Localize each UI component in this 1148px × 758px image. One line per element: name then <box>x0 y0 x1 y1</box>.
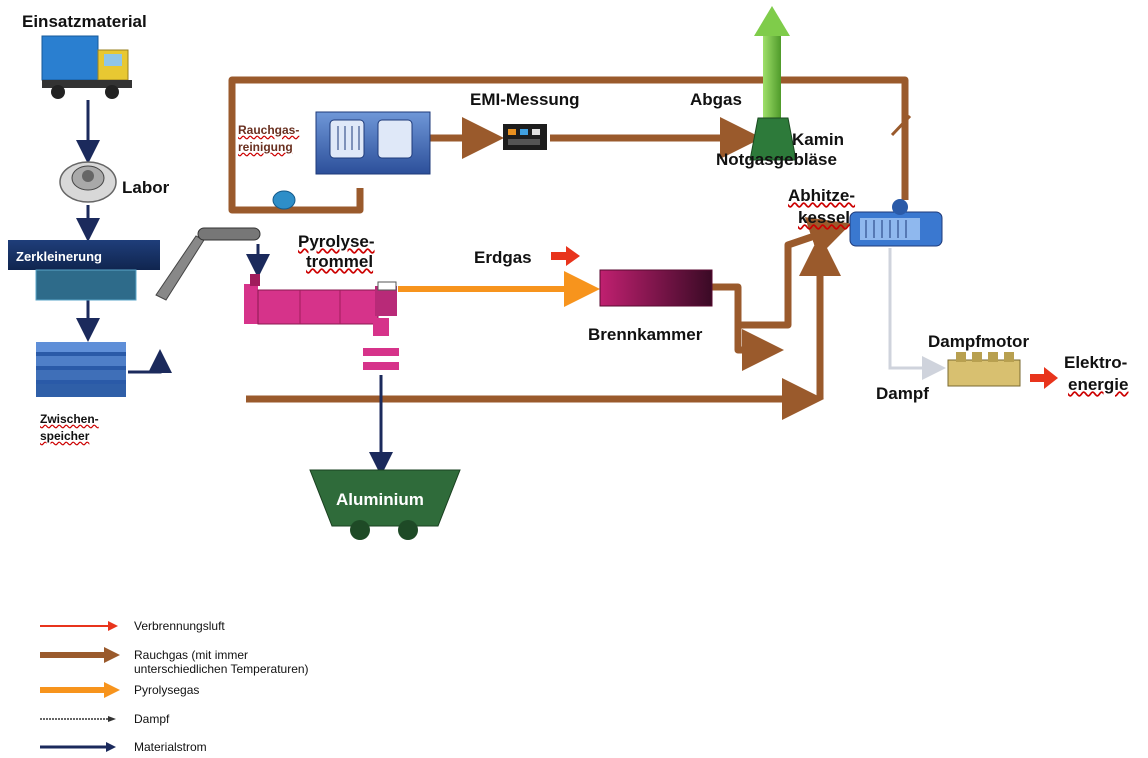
rauchgas-fan-icon <box>272 190 296 210</box>
rauchgas-tick <box>890 114 912 137</box>
abhitzekessel-icon <box>849 199 943 247</box>
label-zwischenspeicher: Zwischen- speicher <box>40 411 99 445</box>
dampf-line <box>888 248 946 380</box>
label-aluminium: Aluminium <box>336 490 424 509</box>
label-pyrolysetrommel-2: trommel <box>306 252 374 271</box>
label-brennkammer: Brennkammer <box>588 325 703 344</box>
legend-item-dampf: Dampf <box>134 712 170 726</box>
dampfmotor-icon <box>947 352 1021 387</box>
zerkleinerung-box <box>8 240 160 301</box>
erdgas-arrow-icon <box>551 246 580 266</box>
label-kamin: Kamin <box>792 130 844 149</box>
legend-item-verbrennungsluft: Verbrennungsluft <box>134 619 225 633</box>
legend-swatches <box>40 621 120 752</box>
legend-item-rauchgas-1: Rauchgas (mit immer <box>134 648 249 662</box>
pyrolysetrommel-icon <box>244 274 399 370</box>
label-elektroenergie-1: Elektro- <box>1064 353 1128 372</box>
label-rauchgasreinigung-1: Rauchgas- <box>238 123 300 137</box>
label-abgas: Abgas <box>690 90 742 109</box>
legend-item-pyrolysegas: Pyrolysegas <box>134 683 200 697</box>
brennkammer-box <box>599 269 713 307</box>
label-pyrolysetrommel-1: Pyrolyse- <box>298 232 375 251</box>
label-dampfmotor: Dampfmotor <box>928 332 1030 351</box>
label-pyrolysetrommel: Pyrolyse- trommel <box>298 232 375 272</box>
legend-item-materialstrom: Materialstrom <box>134 740 207 754</box>
label-abhitzekessel: Abhitze- kessel <box>784 185 855 229</box>
truck-icon <box>41 35 132 99</box>
label-erdgas: Erdgas <box>474 248 532 267</box>
label-einsatzmaterial: Einsatzmaterial <box>22 12 147 31</box>
rauchgas-brennkammer-down <box>734 325 784 371</box>
label-zwischenspeicher-2: speicher <box>40 429 90 443</box>
labor-icon <box>59 161 117 203</box>
rauchgas-lines <box>228 76 909 420</box>
conveyor-icon <box>155 227 261 301</box>
elektroenergie-arrow-icon <box>1030 367 1058 389</box>
label-abhitzekessel-1: Abhitze- <box>788 186 856 205</box>
label-rauchgasreinigung-2: reinigung <box>238 140 293 154</box>
legend-item-rauchgas-2: unterschiedlichen Temperaturen) <box>134 662 309 676</box>
zwischenspeicher-box <box>36 342 126 397</box>
rauchgasreinigung-box <box>315 111 431 175</box>
mat-speicher-to-conveyor <box>128 349 172 374</box>
label-emi-messung: EMI-Messung <box>470 90 580 109</box>
materialstrom-lines <box>76 100 393 476</box>
abgas-arrow <box>754 6 790 130</box>
label-zwischenspeicher-1: Zwischen- <box>40 412 99 426</box>
label-zerkleinerung: Zerkleinerung <box>16 249 102 264</box>
label-rauchgasreinigung: Rauchgas- reinigung <box>238 122 299 156</box>
label-abhitzekessel-2: kessel <box>798 208 850 227</box>
label-elektroenergie-2: energie <box>1068 375 1129 394</box>
label-labor: Labor <box>122 178 170 197</box>
kamin-icon <box>749 117 797 161</box>
label-dampf: Dampf <box>876 384 929 403</box>
label-notgasgeblaese: Notgasgebläse <box>716 150 837 169</box>
legend-item-rauchgas: Rauchgas (mit immer unterschiedlichen Te… <box>134 648 309 676</box>
rauchgas-loop-top <box>228 76 909 214</box>
aluminium-cart <box>309 469 461 540</box>
emi-device-icon <box>503 124 547 150</box>
rauchgas-brennkammer-out <box>712 217 852 329</box>
label-elektroenergie: Elektro- energie <box>1064 352 1128 396</box>
